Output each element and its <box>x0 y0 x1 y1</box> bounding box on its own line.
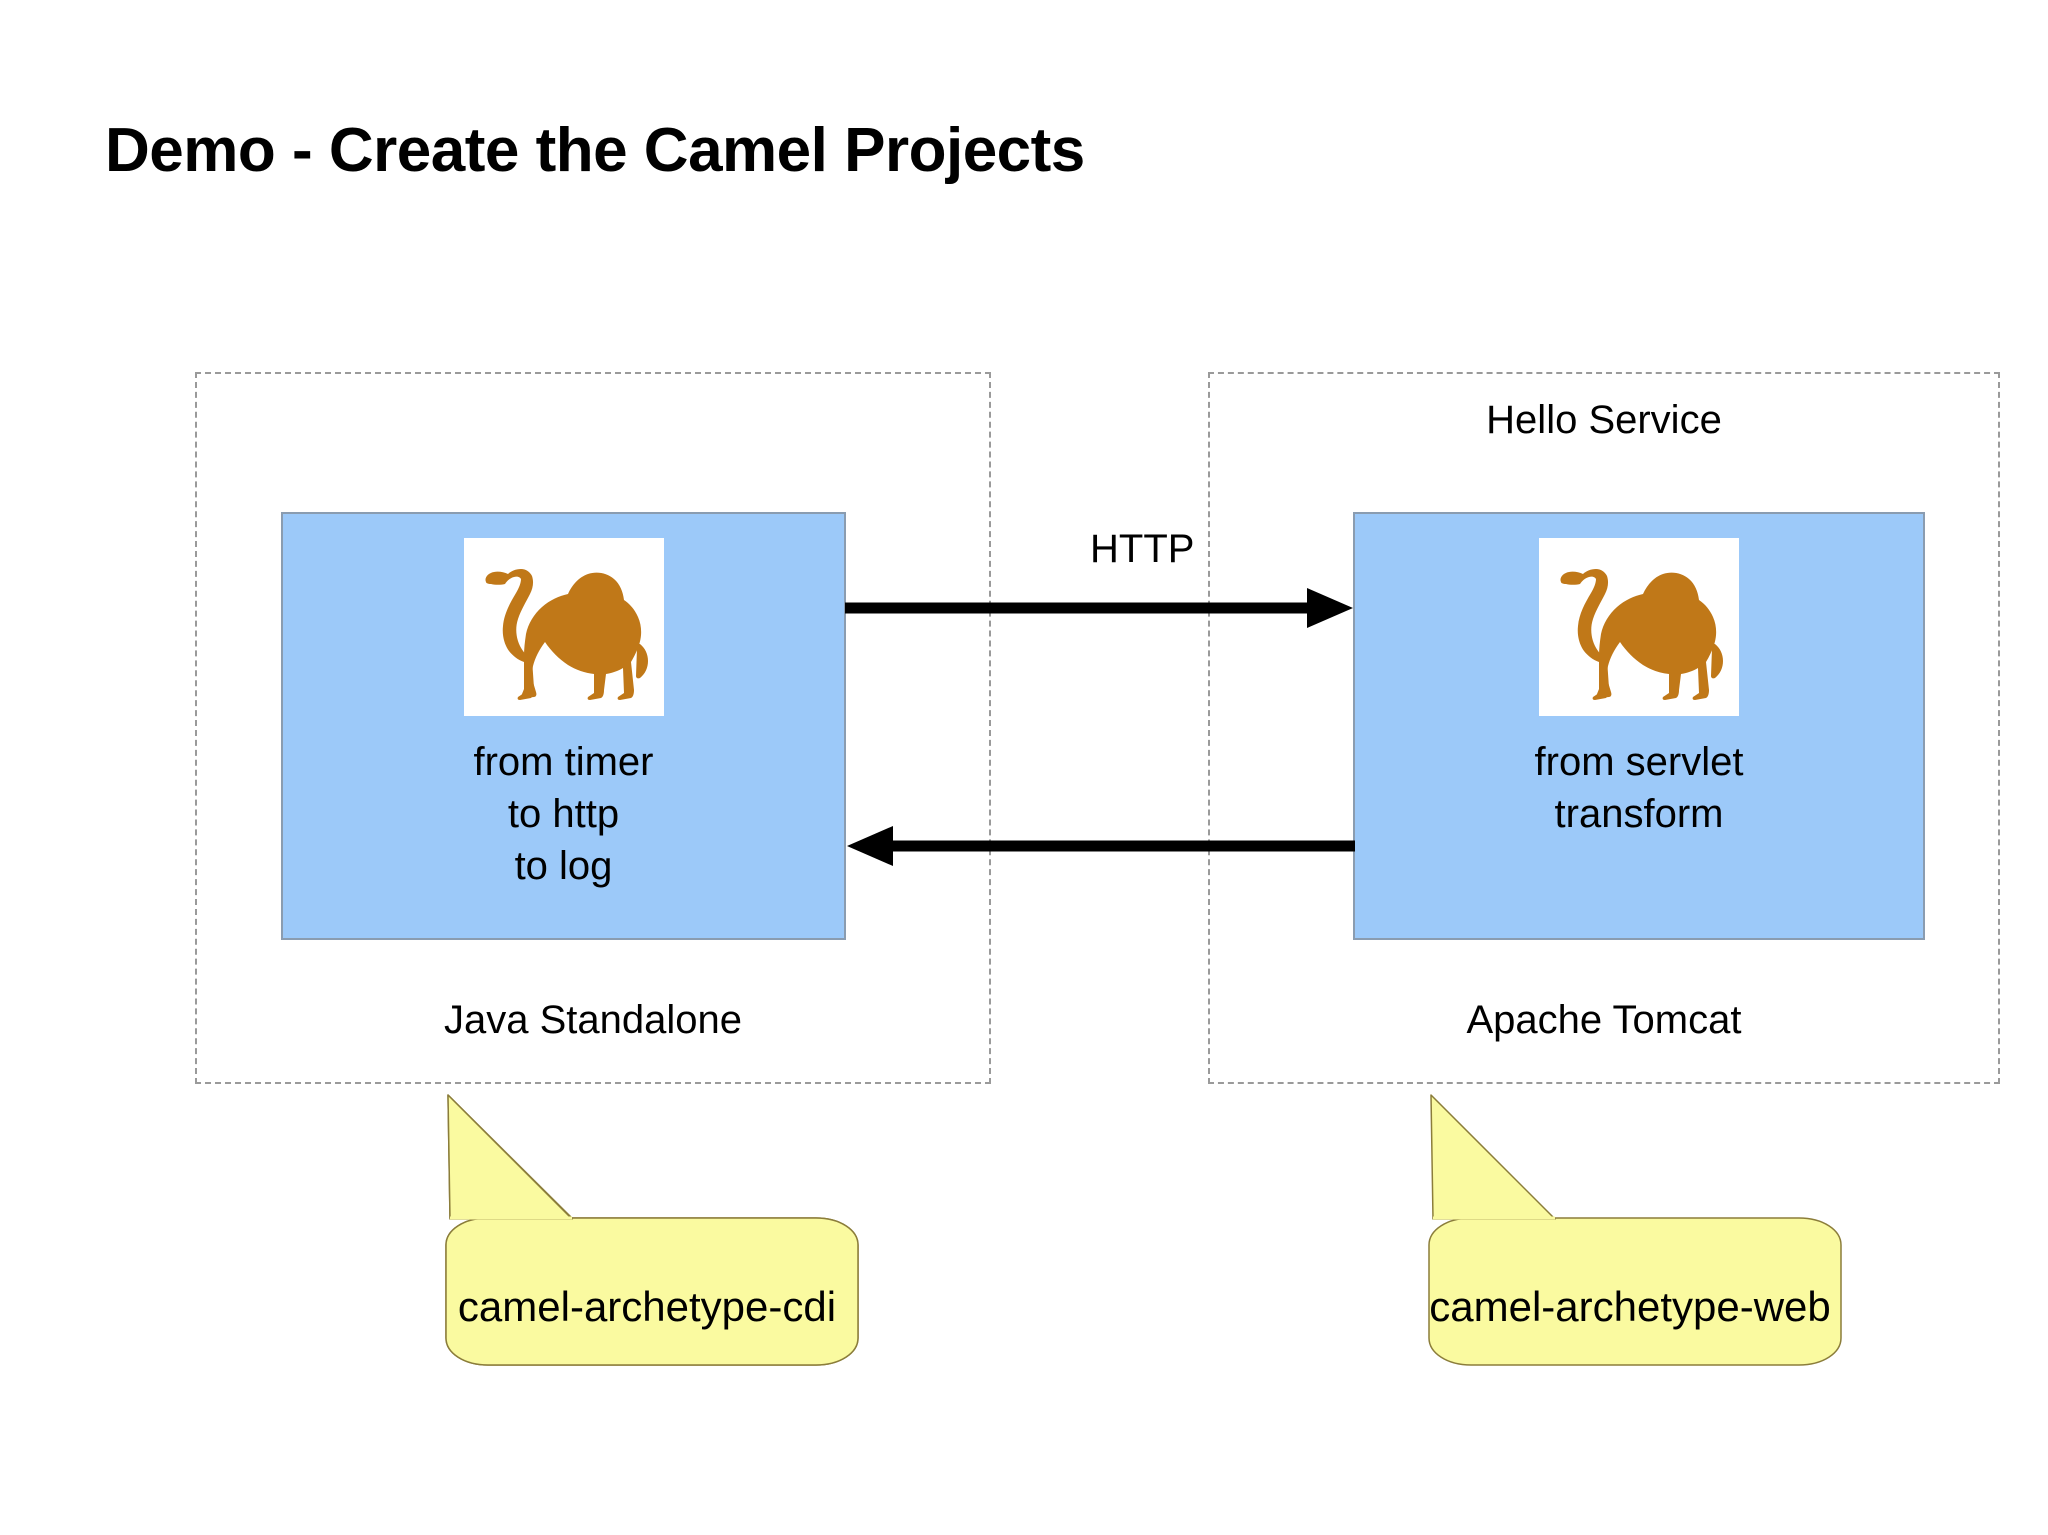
region-label-java-standalone: Java Standalone <box>443 998 742 1042</box>
region-label-apache-tomcat: Apache Tomcat <box>1466 998 1742 1042</box>
route-line: to log <box>514 844 613 888</box>
arrow-request-http <box>845 588 1353 628</box>
route-line: transform <box>1554 792 1724 836</box>
callout-label: camel-archetype-web <box>1429 1283 1831 1330</box>
region-java-standalone <box>195 372 991 1084</box>
arrow-response <box>847 826 1355 866</box>
protocol-label-http: HTTP <box>1090 527 1195 571</box>
callout-label: camel-archetype-cdi <box>457 1283 837 1330</box>
camel-logo-icon <box>1539 538 1739 716</box>
region-hello-service <box>1208 372 2000 1084</box>
camel-logo-icon <box>463 538 664 716</box>
region-label-hello-service: Hello Service <box>1486 398 1722 442</box>
route-text-left: from timer to http to log <box>283 736 844 892</box>
component-box-right[interactable]: from servlet transform <box>1353 512 1925 940</box>
page-title: Demo - Create the Camel Projects <box>105 116 1085 185</box>
route-line: from servlet <box>1534 740 1744 784</box>
route-text-right: from servlet transform <box>1355 736 1923 840</box>
component-box-left[interactable]: from timer to http to log <box>281 512 846 940</box>
route-line: to http <box>507 792 620 836</box>
route-line: from timer <box>473 740 654 784</box>
